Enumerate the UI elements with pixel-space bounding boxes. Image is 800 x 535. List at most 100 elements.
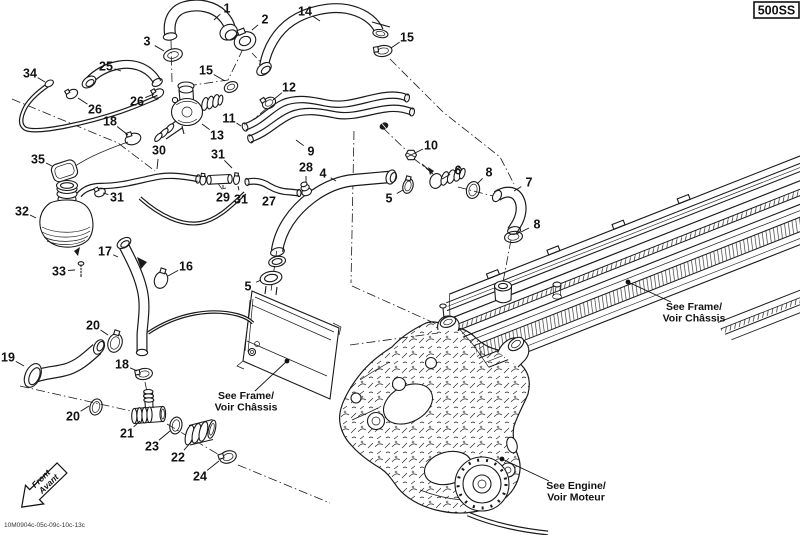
callout-leader-1 — [213, 13, 221, 21]
hose-17 — [119, 242, 149, 352]
callout-leader-12 — [272, 92, 283, 101]
water-pump-13 — [154, 81, 224, 143]
callout-34: 34 — [23, 67, 37, 81]
callout-30: 30 — [152, 144, 166, 158]
callout-leader-13 — [201, 123, 211, 131]
ring-20b — [89, 398, 103, 416]
clamp-20a — [107, 329, 123, 353]
callout-leader-26 — [77, 97, 88, 105]
see-engine: See Engine/Voir Moteur — [546, 480, 606, 504]
pointer-arrow-33 — [74, 247, 80, 256]
callout-27: 27 — [262, 195, 276, 209]
callout-leader-25 — [114, 68, 122, 72]
valve-6 — [421, 163, 466, 189]
callout-9: 9 — [308, 145, 315, 159]
callout-leader-35 — [45, 162, 53, 167]
callout-4: 4 — [320, 167, 327, 181]
radiator-cap — [259, 270, 283, 286]
callout-28: 28 — [299, 161, 313, 175]
clamp-18b — [134, 367, 153, 381]
hose-25 — [86, 61, 161, 84]
callout-leader-34 — [37, 77, 46, 83]
callout-leader-18 — [116, 126, 129, 136]
screw-33 — [77, 261, 85, 277]
callout-leader-5 — [396, 189, 404, 194]
clamp-26a — [149, 88, 165, 99]
tank-cap-35 — [50, 159, 79, 183]
callout-5: 5 — [386, 192, 393, 206]
see-frame-right-leader — [627, 281, 672, 303]
callout-31: 31 — [234, 193, 248, 207]
hose-14-ends — [256, 21, 391, 77]
nut-10 — [404, 149, 418, 161]
callout-5: 5 — [245, 280, 252, 294]
frame-tunnel — [445, 147, 800, 368]
callout-leader-11 — [236, 122, 242, 127]
clamp-16 — [153, 267, 169, 289]
callout-26: 26 — [88, 103, 102, 117]
t-fitting-21 — [131, 388, 167, 425]
callout-15: 15 — [400, 31, 414, 45]
callout-21: 21 — [120, 427, 134, 441]
callout-leader-26 — [145, 93, 155, 98]
clamp-12 — [259, 96, 277, 110]
hose-4-ends — [268, 169, 398, 268]
fittings — [23, 21, 523, 464]
callout-leader-5 — [255, 279, 262, 283]
callout-leader-31 — [102, 192, 109, 195]
callout-35: 35 — [31, 153, 45, 167]
callout-11: 11 — [222, 112, 235, 126]
callout-leader-18 — [129, 367, 138, 372]
callout-leader-10 — [414, 148, 424, 154]
hose-1-end — [162, 32, 178, 41]
callout-leader-14 — [312, 15, 321, 22]
callout-leader-19 — [15, 361, 25, 367]
callout-31: 31 — [110, 191, 124, 205]
engine-drain-hose-casing — [467, 511, 549, 535]
radiator — [236, 270, 342, 400]
hose-19 — [28, 345, 101, 383]
callout-10: 10 — [424, 139, 438, 153]
clamp-31c — [93, 186, 106, 198]
callout-leader-31 — [224, 160, 233, 169]
small-vent-hose — [139, 192, 246, 225]
hose-7-elbow — [494, 187, 526, 234]
see-frame-left-leader — [254, 360, 288, 392]
callout-leader-8 — [476, 178, 483, 185]
callout-18: 18 — [103, 115, 117, 129]
ring-23 — [169, 416, 183, 435]
recoil-starter — [454, 456, 510, 512]
callout-leader-20 — [80, 405, 90, 412]
adapter-22 — [184, 418, 217, 446]
coupler-29 — [206, 173, 233, 190]
callout-leader-30 — [156, 158, 159, 170]
callout-8: 8 — [534, 218, 541, 232]
hose-30 — [77, 173, 199, 197]
hose-9 — [249, 105, 414, 142]
callout-leader-17 — [112, 254, 119, 258]
document-code: 10M0904c-05c-09c-10c-13c — [4, 522, 86, 529]
callout-13: 13 — [210, 129, 224, 143]
callout-leader-15 — [213, 74, 226, 82]
callout-leader-2 — [251, 24, 259, 31]
callout-leader-24 — [206, 460, 220, 471]
callout-20: 20 — [66, 410, 80, 424]
see-frame-right: See Frame/Voir Châssis — [663, 301, 726, 325]
hose-11 — [244, 92, 409, 130]
vent-cap-34 — [44, 79, 54, 88]
callout-leader-6 — [441, 174, 451, 180]
coolant-tank-32 — [39, 179, 94, 277]
fitting-28 — [300, 181, 313, 197]
callout-24: 24 — [193, 470, 207, 484]
callout-leader-8 — [520, 227, 530, 233]
see-engine-leader — [501, 458, 550, 482]
callout-29: 29 — [216, 191, 230, 205]
hose-4 — [272, 171, 390, 252]
hose-17-ends — [116, 236, 149, 357]
callout-leader-16 — [167, 269, 179, 277]
callout-leader-22 — [183, 440, 193, 451]
